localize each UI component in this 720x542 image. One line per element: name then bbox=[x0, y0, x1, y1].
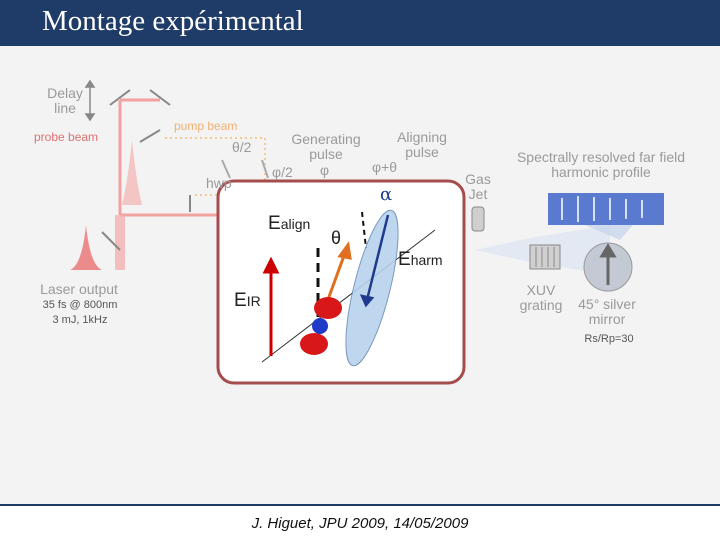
e-harm-arrow bbox=[359, 214, 390, 308]
phi-label: φ bbox=[320, 162, 330, 178]
xuv-grating-label: XUV grating bbox=[519, 282, 563, 313]
gas-jet-nozzle bbox=[471, 206, 485, 232]
harmonic-spectrum-display bbox=[548, 193, 664, 225]
e-harm-symbol: E bbox=[398, 249, 411, 270]
e-ir-arrow bbox=[262, 256, 280, 356]
laser-specs-line-1: 35 fs @ 800nm bbox=[42, 299, 118, 311]
laser-specs-line-2: 3 mJ, 1kHz bbox=[52, 314, 108, 326]
laser-pulse-shape bbox=[70, 225, 102, 270]
phi-half-plate bbox=[261, 159, 269, 179]
grating-lines bbox=[535, 247, 555, 267]
alpha-label: α bbox=[380, 184, 393, 205]
delay-line-mirrors bbox=[101, 89, 171, 251]
e-align-subscript: align bbox=[280, 216, 311, 232]
delay-line-label: Delay line bbox=[47, 85, 83, 116]
e-align-symbol: E bbox=[268, 213, 281, 234]
xuv-grating bbox=[529, 244, 561, 270]
aligning-pulse-label: Aligning pulse bbox=[397, 129, 447, 160]
hwp-label: hwp bbox=[206, 175, 232, 191]
molecule bbox=[300, 297, 342, 355]
generating-pulse-label: Generating pulse bbox=[291, 131, 361, 162]
reflectivity-label: Rs/Rp=30 bbox=[584, 333, 634, 345]
propagation-axis bbox=[261, 229, 436, 363]
spectrally-resolved-label: Spectrally resolved far field harmonic p… bbox=[516, 149, 686, 180]
gas-jet-label: Gas Jet bbox=[465, 171, 491, 202]
e-ir-label: EIR bbox=[234, 290, 261, 312]
title-bar: Montage expérimental bbox=[0, 0, 720, 46]
pump-beam-label: pump beam bbox=[174, 119, 238, 133]
theta-label: θ bbox=[331, 228, 342, 248]
harmonic-lines bbox=[561, 196, 643, 222]
phi-plus-theta-label: φ+θ bbox=[372, 159, 398, 175]
mirror-arrow bbox=[599, 243, 617, 285]
harmonic-polarization-ellipse bbox=[345, 209, 399, 367]
footer: J. Higuet, JPU 2009, 14/05/2009 bbox=[0, 504, 720, 542]
e-ir-subscript: IR bbox=[246, 293, 261, 309]
e-harm-label: Eharm bbox=[398, 249, 443, 271]
e-ir-symbol: E bbox=[234, 290, 247, 311]
ellipse-reference-dashed bbox=[361, 211, 367, 249]
e-harm-subscript: harm bbox=[410, 252, 443, 268]
laser-output-label: Laser output bbox=[40, 281, 118, 297]
theta-half-plate bbox=[221, 159, 231, 179]
slide-title: Montage expérimental bbox=[42, 5, 304, 37]
delay-line-arrow bbox=[84, 79, 96, 122]
alignment-inset bbox=[216, 179, 466, 385]
e-align-label: Ealign bbox=[268, 213, 310, 235]
theta-half-label: θ/2 bbox=[232, 139, 252, 155]
probe-pulse-shape bbox=[122, 140, 142, 205]
probe-beam-label: probe beam bbox=[34, 130, 99, 144]
citation: J. Higuet, JPU 2009, 14/05/2009 bbox=[251, 515, 469, 532]
phi-half-label: φ/2 bbox=[272, 164, 293, 180]
silver-mirror-label: 45° silver mirror bbox=[578, 296, 636, 327]
